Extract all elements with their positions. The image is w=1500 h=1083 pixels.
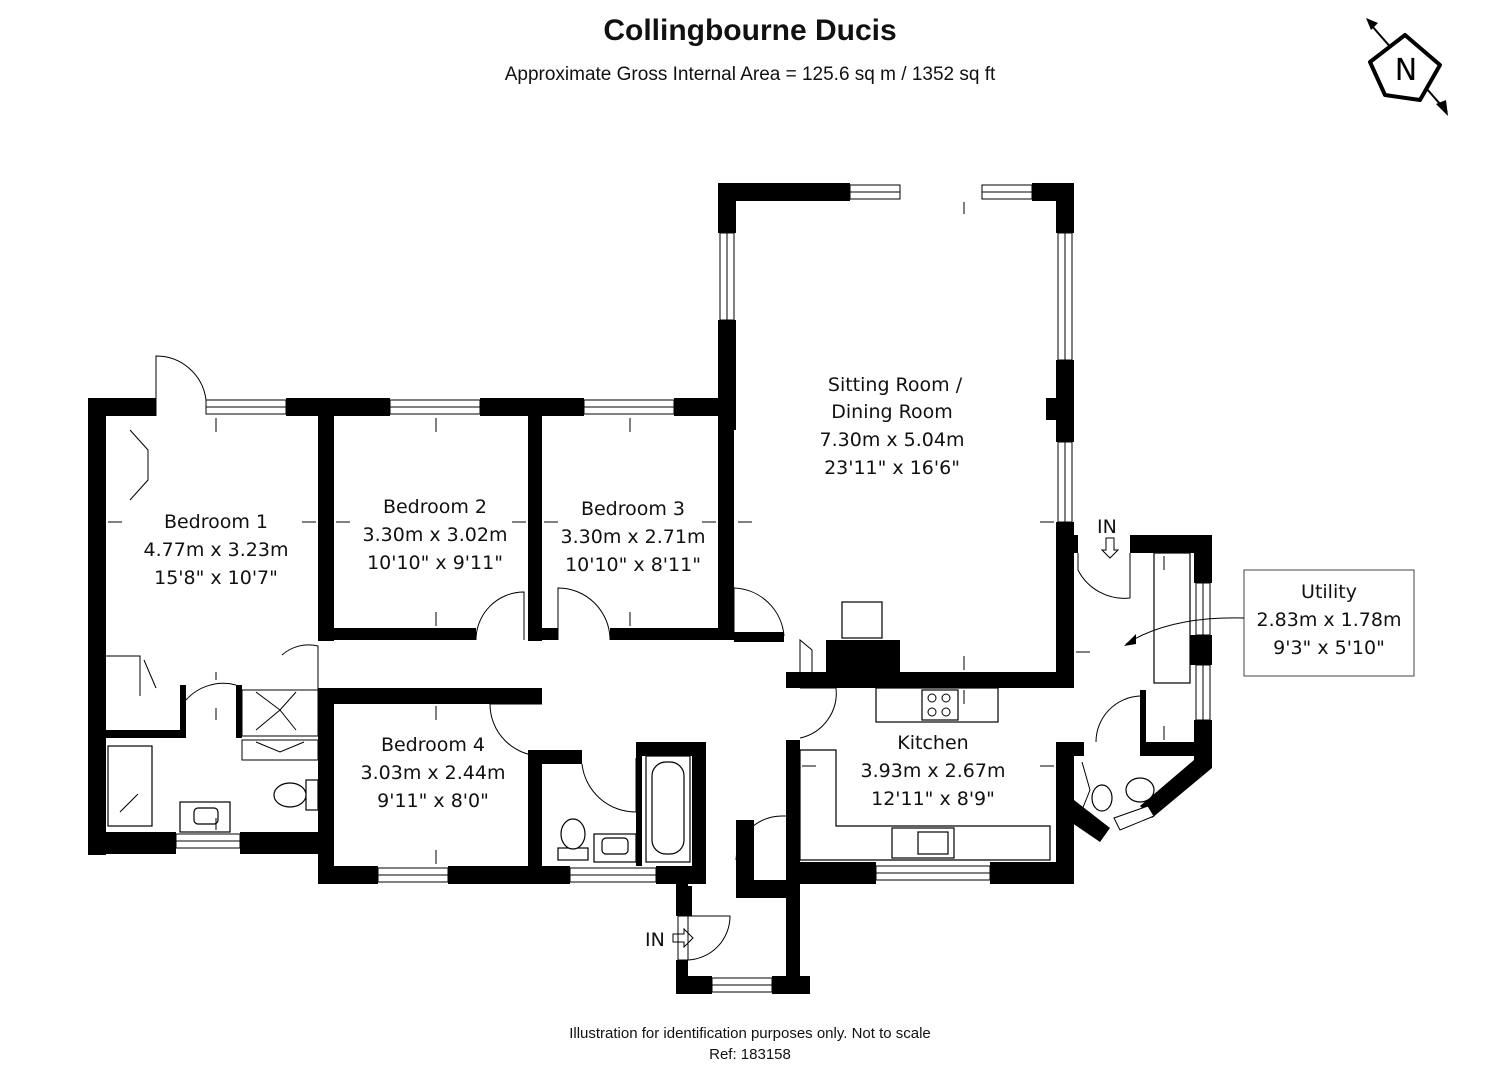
utility-label-box: [1243, 569, 1415, 677]
room-bedroom-2: Bedroom 2 3.30m x 3.02m 10'10" x 9'11": [363, 496, 508, 574]
doors: [106, 355, 1141, 961]
room-imperial: 9'11" x 8'0": [377, 790, 489, 812]
room-metric: 2.83m x 1.78m: [1257, 609, 1402, 631]
hob-icon: [921, 689, 959, 721]
basin-icon: [179, 801, 231, 833]
room-metric: 3.93m x 2.67m: [861, 760, 1006, 782]
room-name: Kitchen: [897, 732, 968, 754]
room-name: Bedroom 4: [381, 734, 485, 756]
wc-basin-icon: [1125, 777, 1155, 803]
fixtures: [107, 552, 1415, 863]
walls: [88, 183, 1212, 994]
room-metric: 4.77m x 3.23m: [144, 539, 289, 561]
room-name: Bedroom 3: [581, 498, 685, 520]
room-imperial: 10'10" x 9'11": [367, 552, 503, 574]
room-bedroom-4: Bedroom 4 3.03m x 2.44m 9'11" x 8'0": [361, 734, 506, 812]
room-metric: 7.30m x 5.04m: [820, 429, 965, 451]
toilet-icon: [273, 779, 319, 811]
room-name-line1: Sitting Room /: [828, 374, 963, 396]
room-metric: 3.03m x 2.44m: [361, 762, 506, 784]
room-bedroom-3: Bedroom 3 3.30m x 2.71m 10'10" x 8'11": [561, 498, 706, 576]
entrance-arrow-icon: [672, 927, 694, 949]
kitchen-sink-icon: [891, 827, 955, 859]
disclaimer: Illustration for identification purposes…: [569, 1025, 931, 1042]
room-utility: Utility 2.83m x 1.78m 9'3" x 5'10": [1257, 581, 1402, 659]
ensuite-toilet-icon: [557, 818, 589, 861]
north-compass-icon: N: [1366, 18, 1448, 116]
room-imperial: 12'11" x 8'9": [871, 788, 995, 810]
room-metric: 3.30m x 3.02m: [363, 524, 508, 546]
room-name: Bedroom 2: [383, 496, 487, 518]
wc-toilet-icon: [1091, 784, 1113, 812]
room-name-line2: Dining Room: [831, 401, 952, 423]
compass-north-label: N: [1395, 53, 1417, 88]
entrance-front: IN: [645, 927, 694, 951]
room-imperial: 23'11" x 16'6": [824, 457, 960, 479]
bath-icon: [645, 755, 691, 863]
entrance-arrow-icon: [1100, 537, 1120, 559]
room-bedroom-1: Bedroom 1 4.77m x 3.23m 15'8" x 10'7": [144, 511, 289, 589]
room-name: Utility: [1301, 581, 1357, 603]
room-sitting-dining: Sitting Room / Dining Room 7.30m x 5.04m…: [820, 374, 965, 479]
shower-tray-icon: [107, 745, 153, 827]
room-imperial: 15'8" x 10'7": [154, 567, 278, 589]
reference-number: Ref: 183158: [709, 1046, 791, 1063]
room-kitchen: Kitchen 3.93m x 2.67m 12'11" x 8'9": [861, 732, 1006, 810]
page-subtitle: Approximate Gross Internal Area = 125.6 …: [504, 64, 996, 85]
entrance-side: IN: [1097, 516, 1120, 559]
side-entrance-label: IN: [1097, 516, 1117, 538]
room-imperial: 10'10" x 8'11": [565, 554, 701, 576]
page-title: Collingbourne Ducis: [603, 14, 897, 47]
room-name: Bedroom 1: [164, 511, 268, 533]
windows: [175, 184, 1211, 993]
room-metric: 3.30m x 2.71m: [561, 526, 706, 548]
room-imperial: 9'3" x 5'10": [1273, 637, 1385, 659]
ensuite-basin-icon: [593, 833, 637, 863]
dimension-arrows: [108, 202, 1165, 864]
front-entrance-label: IN: [645, 929, 665, 951]
